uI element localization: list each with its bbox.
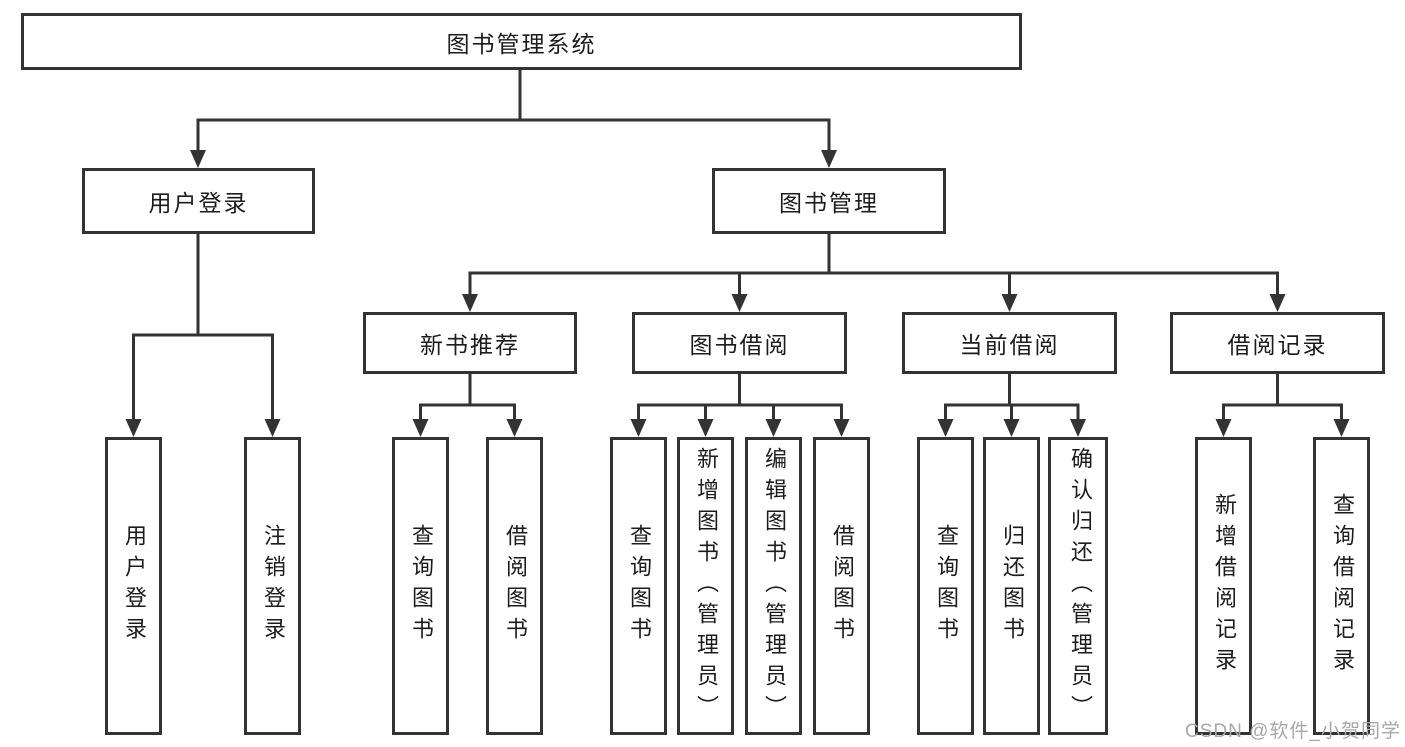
connector-lines: [132, 70, 1343, 419]
leaf-user-login: 用户登录: [105, 437, 162, 735]
leaf-borrow-edit-books-admin: 编辑图书（管理员）: [745, 437, 802, 735]
node-book-management-label: 图书管理: [779, 190, 879, 216]
node-new-book-recommend-label: 新书推荐: [420, 332, 520, 358]
node-book-borrow: 图书借阅: [632, 312, 847, 374]
leaf-current-return-books: 归还图书: [983, 437, 1040, 735]
node-new-book-recommend: 新书推荐: [363, 312, 577, 374]
node-current-borrow-label: 当前借阅: [959, 332, 1060, 358]
csdn-watermark: CSDN @软件_小贺同学: [1185, 721, 1401, 742]
node-user-login-label: 用户登录: [148, 190, 249, 216]
leaf-records-add-record: 新增借阅记录: [1195, 437, 1252, 735]
leaf-borrow-borrow-books: 借阅图书: [813, 437, 870, 735]
node-current-borrow: 当前借阅: [902, 312, 1117, 374]
node-root-system-label: 图书管理系统: [446, 30, 597, 57]
leaf-recommend-borrow-books: 借阅图书: [486, 437, 543, 735]
node-borrow-records-label: 借阅记录: [1227, 332, 1328, 358]
leaf-records-query-record: 查询借阅记录: [1313, 437, 1370, 735]
leaf-logout: 注销登录: [244, 437, 301, 735]
node-root-system: 图书管理系统: [21, 13, 1022, 70]
leaf-current-confirm-return-admin: 确认归还（管理员）: [1048, 437, 1108, 735]
leaf-recommend-query-books: 查询图书: [392, 437, 449, 735]
node-borrow-records: 借阅记录: [1170, 312, 1385, 374]
node-user-login: 用户登录: [82, 168, 315, 234]
leaf-borrow-add-books-admin: 新增图书（管理员）: [677, 437, 734, 735]
leaf-current-query-books: 查询图书: [917, 437, 974, 735]
node-book-management: 图书管理: [712, 168, 946, 234]
node-book-borrow-label: 图书借阅: [689, 332, 790, 358]
leaf-borrow-query-books: 查询图书: [610, 437, 667, 735]
